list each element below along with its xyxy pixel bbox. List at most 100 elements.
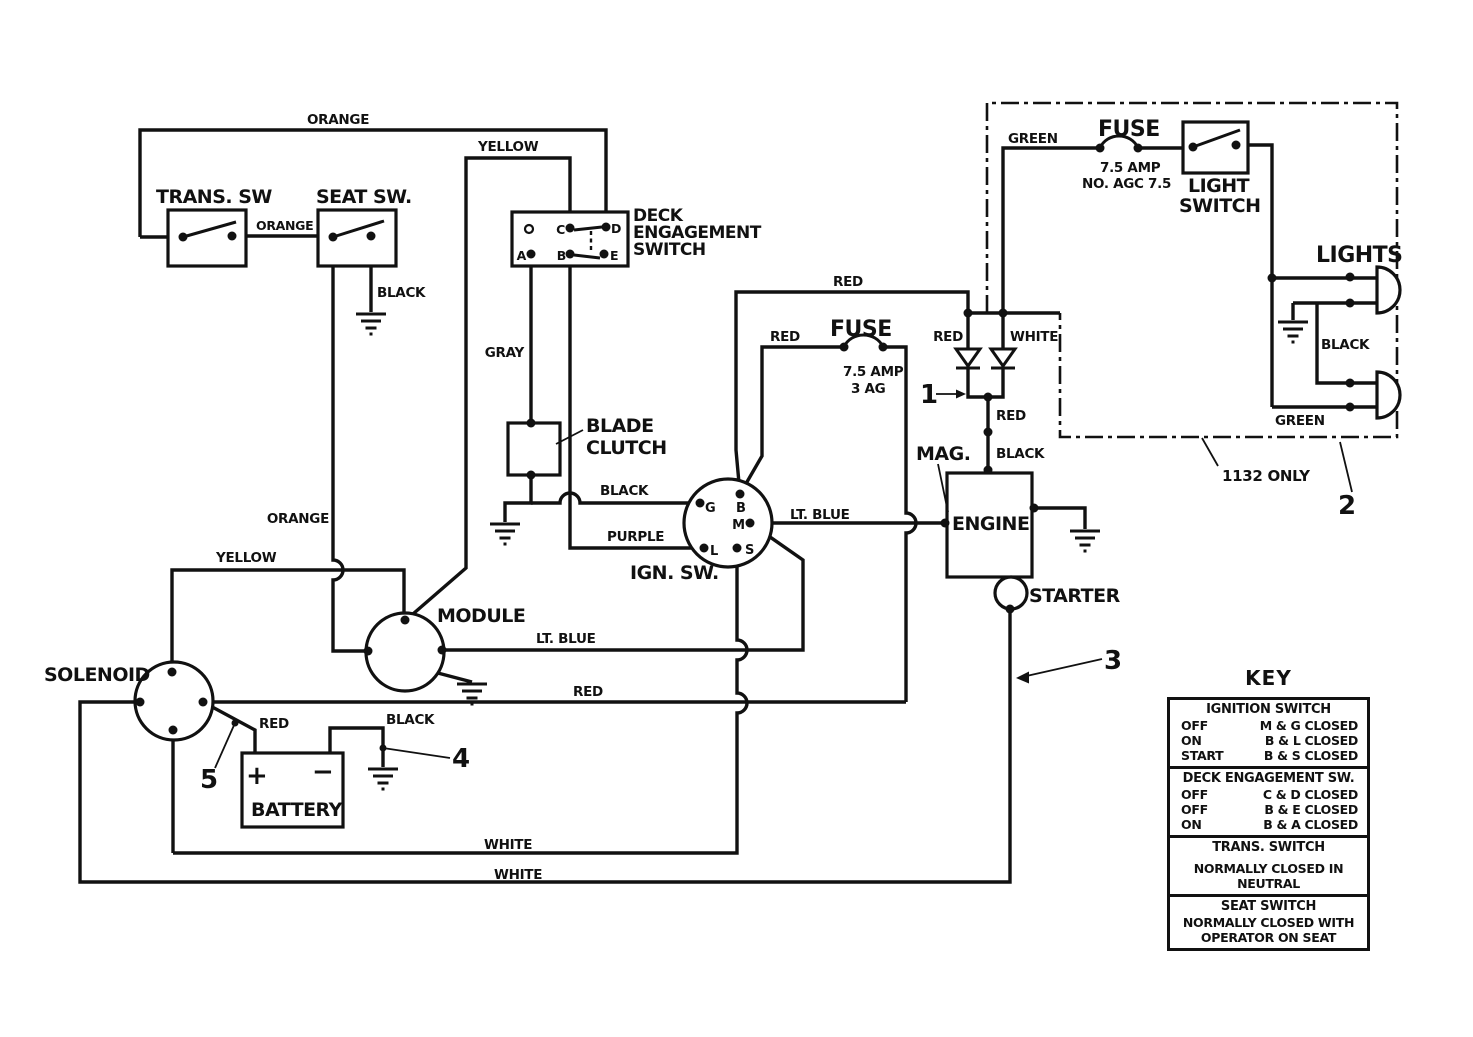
ignition-switch-circle — [682, 477, 774, 569]
ground-lights — [1276, 320, 1310, 344]
wire-engine-ground — [1032, 506, 1087, 529]
label-fuse-light: FUSE — [1098, 117, 1160, 142]
lamp-1 — [1375, 265, 1402, 315]
label-blade-line2: CLUTCH — [586, 437, 667, 459]
key-row: ON B & A CLOSED — [1170, 817, 1367, 832]
callout3-pointer — [1021, 658, 1103, 678]
wire-white-solenoid — [78, 609, 1012, 884]
label-deck-line1: DECK — [633, 206, 684, 226]
key-cell: B & S CLOSED — [1263, 748, 1358, 763]
wire-green-top — [1001, 146, 1100, 313]
key-table: IGNITION SWITCH OFF M & G CLOSED ON B & … — [1167, 697, 1370, 951]
label-battery: BATTERY — [251, 799, 343, 821]
key-section-trans: TRANS. SWITCH NORMALLY CLOSED IN NEUTRAL — [1170, 835, 1367, 894]
callout4-pointer — [382, 747, 451, 759]
label-fuse-light-part: NO. AGC 7.5 — [1082, 176, 1171, 192]
battery-minus-sign: − — [312, 757, 334, 787]
blade-clutch-pointer — [555, 429, 584, 445]
key-ignition-header: IGNITION SWITCH — [1206, 702, 1331, 717]
key-row: START B & S CLOSED — [1170, 748, 1367, 763]
label-red-diode: RED — [933, 329, 963, 345]
label-ign-switch: IGN. SW. — [630, 562, 719, 584]
wire-blade-ground — [503, 475, 533, 522]
key-seat-body1: NORMALLY CLOSED WITH — [1182, 915, 1355, 930]
diodes — [953, 347, 1018, 370]
key-row: OFF B & E CLOSED — [1170, 802, 1367, 817]
solenoid-circle — [133, 660, 215, 742]
label-white-2: WHITE — [494, 867, 542, 883]
engine-box — [945, 471, 1034, 579]
ground-engine — [1068, 529, 1102, 553]
battery-plus-sign: + — [246, 761, 268, 791]
ground-seat-switch — [354, 312, 388, 336]
label-fuse-ign-type: 3 AG — [851, 381, 886, 397]
module-circle — [364, 611, 446, 693]
key-trans-body1: NORMALLY CLOSED IN — [1193, 861, 1344, 876]
key-title: KEY — [1245, 666, 1292, 690]
label-starter: STARTER — [1029, 585, 1121, 607]
label-ltblue-upper: LT. BLUE — [790, 507, 850, 523]
label-red-battery: RED — [259, 716, 289, 732]
label-red-mag: RED — [996, 408, 1026, 424]
key-trans-body2: NEUTRAL — [1237, 876, 1300, 891]
label-light-switch-line2: SWITCH — [1179, 195, 1261, 217]
label-deck-line3: SWITCH — [633, 240, 706, 260]
ground-blade-clutch — [488, 522, 522, 546]
key-cell: B & E CLOSED — [1264, 802, 1358, 817]
label-black-ign: BLACK — [600, 483, 649, 499]
label-orange-left: ORANGE — [267, 511, 329, 527]
label-fuse-ign-rating: 7.5 AMP — [843, 364, 904, 380]
grounds — [354, 312, 1310, 791]
key-seat-header: SEAT SWITCH — [1220, 899, 1317, 914]
callout-5: 5 — [200, 765, 218, 795]
wire-red-fuse-left — [738, 345, 844, 495]
deck-terminal-e: E — [610, 248, 618, 263]
key-cell: ON — [1181, 733, 1202, 748]
key-cell: OFF — [1181, 787, 1208, 802]
lamp-2 — [1375, 370, 1402, 420]
label-fuse-light-rating: 7.5 AMP — [1100, 160, 1161, 176]
ign-terminal-b: B — [736, 501, 746, 516]
key-cell: OFF — [1181, 802, 1208, 817]
label-black-battery: BLACK — [386, 712, 435, 728]
label-purple: PURPLE — [607, 529, 664, 545]
light-switch-arm — [1192, 128, 1241, 149]
key-section-seat: SEAT SWITCH NORMALLY CLOSED WITH OPERATO… — [1170, 894, 1367, 948]
label-black-mag: BLACK — [996, 446, 1045, 462]
callout-1: 1 — [920, 380, 938, 410]
label-module: MODULE — [437, 605, 525, 627]
switch-contacts — [182, 128, 1241, 260]
label-black-seat: BLACK — [377, 285, 426, 301]
mag-pointer — [937, 463, 949, 513]
wire-red-battery — [202, 700, 257, 753]
deck-open-terminal — [523, 223, 535, 235]
wire-yellow — [170, 156, 572, 672]
label-yellow-top: YELLOW — [477, 139, 539, 155]
red-diode — [953, 347, 983, 369]
label-orange-mid: ORANGE — [256, 218, 313, 233]
label-lights: LIGHTS — [1316, 243, 1403, 268]
wire-orange — [138, 128, 608, 653]
callout2-pointer — [1339, 441, 1353, 493]
label-red-fuse: RED — [770, 329, 800, 345]
key-row: ON B & L CLOSED — [1170, 733, 1367, 748]
deck-contact-cd — [573, 225, 603, 232]
label-blade-line1: BLADE — [586, 415, 654, 437]
key-section-deck: DECK ENGAGEMENT SW. OFF C & D CLOSED OFF… — [1170, 766, 1367, 835]
wire-purple — [568, 254, 704, 550]
label-gray: GRAY — [485, 345, 525, 361]
label-green-lights: GREEN — [1275, 413, 1325, 429]
wire-module-ground — [433, 670, 473, 684]
label-black-lights: BLACK — [1321, 337, 1370, 353]
wire-white-start — [173, 548, 749, 855]
label-solenoid: SOLENOID — [44, 664, 150, 686]
callout-2: 2 — [1338, 491, 1356, 521]
label-fuse-ign: FUSE — [830, 317, 892, 342]
label-white-1: WHITE — [484, 837, 532, 853]
key-row: OFF M & G CLOSED — [1170, 718, 1367, 733]
label-ltblue-lower: LT. BLUE — [536, 631, 596, 647]
battery-box — [240, 751, 345, 829]
note1132-pointer — [1201, 437, 1219, 467]
wire-black-lamp2 — [1315, 303, 1377, 385]
boundary-1132-only — [985, 101, 1399, 439]
